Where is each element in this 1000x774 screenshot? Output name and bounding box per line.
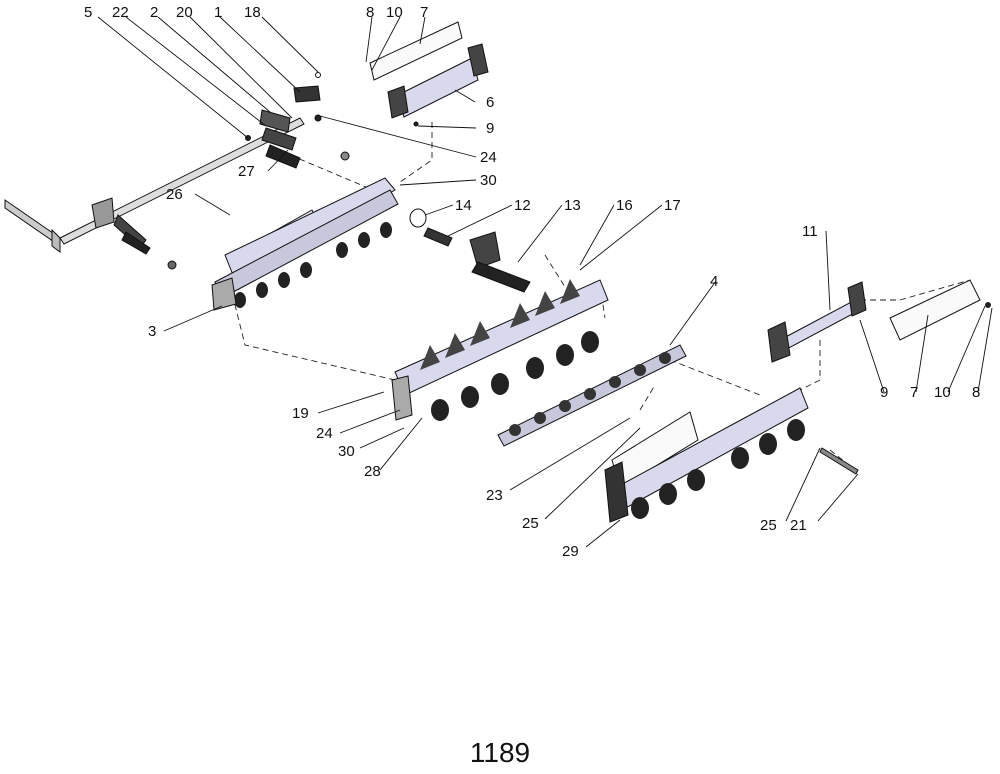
upper-shield-assembly — [369, 21, 489, 127]
callout-8-top: 8 — [366, 4, 374, 21]
callout-10-right: 10 — [934, 384, 951, 401]
shaft-assembly — [4, 117, 305, 270]
module-28 — [391, 279, 609, 421]
callout-2: 2 — [150, 4, 158, 21]
module-3 — [211, 177, 399, 311]
callout-26: 26 — [166, 186, 183, 203]
module-28-rollers — [431, 331, 599, 421]
leader-lines — [97, 16, 993, 548]
callout-4: 4 — [710, 273, 718, 290]
callout-11: 11 — [802, 223, 818, 240]
module-28-fins — [420, 279, 580, 370]
callout-14: 14 — [455, 197, 472, 214]
callout-13: 13 — [564, 197, 581, 214]
callout-1: 1 — [214, 4, 222, 21]
callout-28: 28 — [364, 463, 381, 480]
callout-17: 17 — [664, 197, 681, 214]
callout-8-right: 8 — [972, 384, 980, 401]
callout-10-top: 10 — [386, 4, 403, 21]
callout-7-right: 7 — [910, 384, 918, 401]
callout-19: 19 — [292, 405, 309, 422]
callout-21: 21 — [790, 517, 807, 534]
callout-24-top: 24 — [480, 149, 497, 166]
callout-7-top: 7 — [420, 4, 428, 21]
callout-20: 20 — [176, 4, 193, 21]
callout-3: 3 — [148, 323, 156, 340]
module-3-rollers — [234, 222, 392, 308]
callout-16: 16 — [616, 197, 633, 214]
callout-22: 22 — [112, 4, 129, 21]
callout-27: 27 — [238, 163, 255, 180]
callout-9-right: 9 — [880, 384, 888, 401]
callout-18: 18 — [244, 4, 261, 21]
callout-25-left: 25 — [522, 515, 539, 532]
callout-24-mid: 24 — [316, 425, 333, 442]
callout-9-top: 9 — [486, 120, 494, 137]
callout-30-mid: 30 — [338, 443, 355, 460]
callout-29: 29 — [562, 543, 579, 560]
callout-labels: 5 22 2 20 1 18 8 10 7 6 9 24 30 27 26 14… — [84, 4, 980, 560]
callout-6: 6 — [486, 94, 494, 111]
callout-30-top: 30 — [480, 172, 497, 189]
right-roller-assembly — [767, 279, 991, 363]
callout-23: 23 — [486, 487, 503, 504]
assembly-dash-lines — [229, 122, 971, 471]
callout-25-right: 25 — [760, 517, 777, 534]
callout-5: 5 — [84, 4, 92, 21]
callout-12: 12 — [514, 197, 531, 214]
page-number: 1189 — [469, 737, 531, 768]
module-4 — [497, 344, 687, 447]
module-4-sprockets — [509, 352, 671, 436]
drive-parts — [409, 208, 531, 293]
hub-parts — [245, 72, 350, 169]
module-29 — [604, 387, 859, 523]
module-29-rollers — [631, 419, 805, 519]
